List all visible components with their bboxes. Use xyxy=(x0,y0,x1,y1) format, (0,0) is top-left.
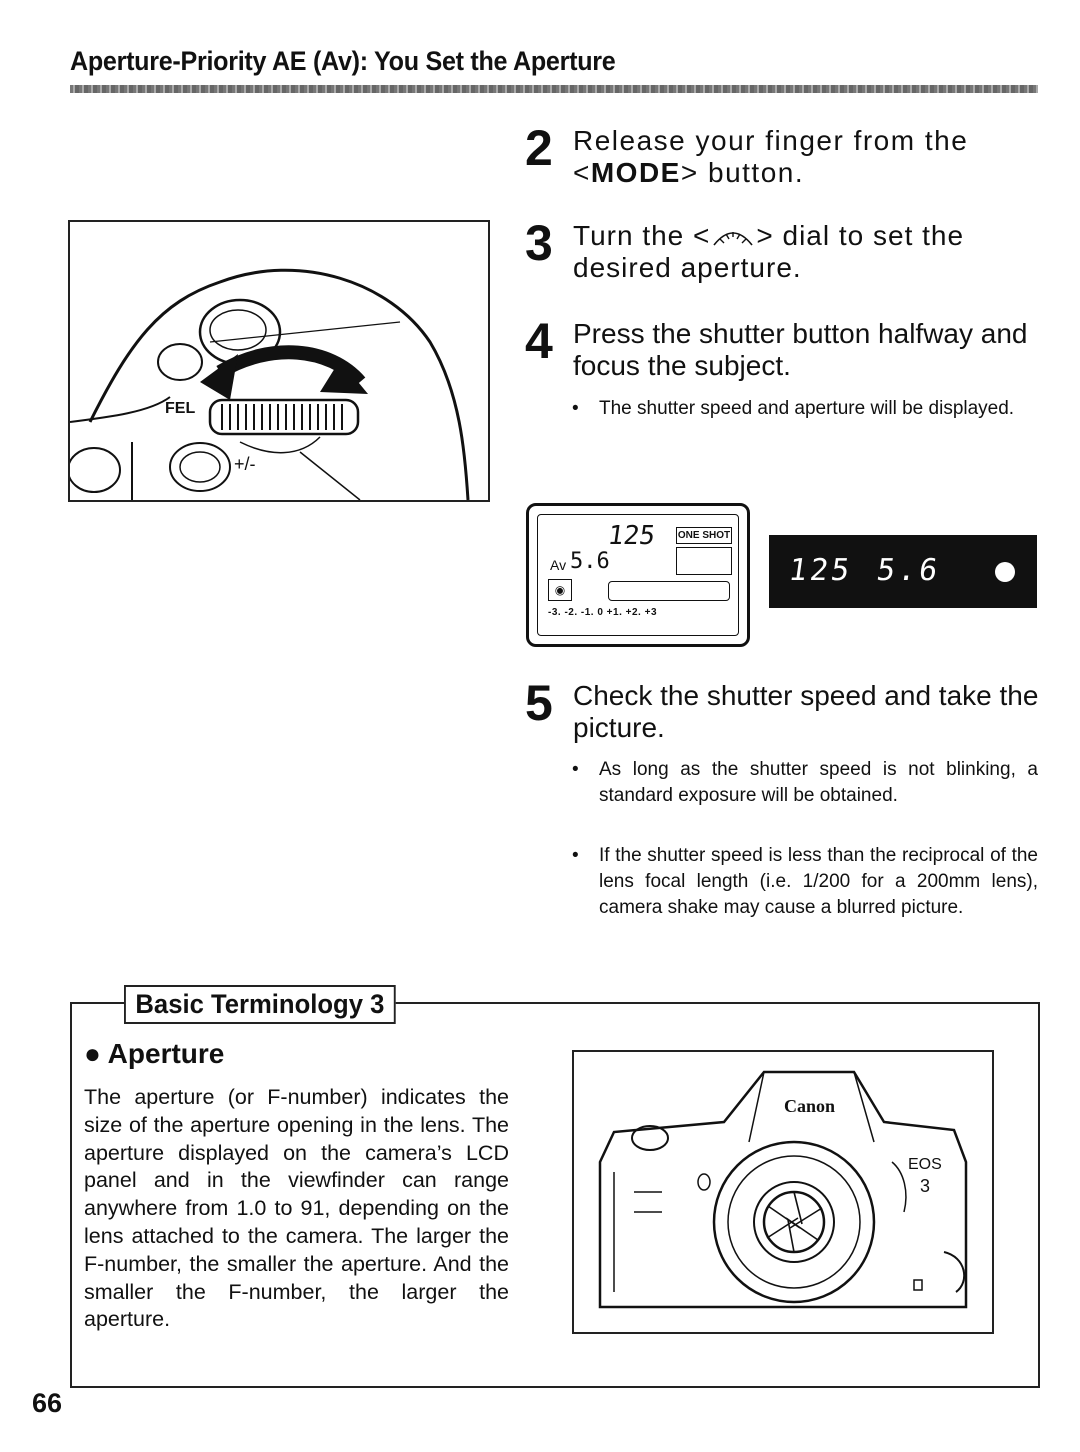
page-number: 66 xyxy=(32,1388,63,1418)
step-5-bullet-1: • As long as the shutter speed is not bl… xyxy=(572,759,1038,806)
page-title: Aperture-Priority AE (Av): You Set the A… xyxy=(70,46,616,76)
camera-illustration: Canon EOS 3 xyxy=(572,1050,994,1334)
aperture-heading: ● Aperture xyxy=(84,1038,225,1069)
vf-shutter-value: 125 xyxy=(786,553,855,588)
step-5: 5 Check the shutter speed and take the p… xyxy=(525,675,1040,744)
lcd-drive-box xyxy=(608,581,730,601)
bullet-dot-icon: ● xyxy=(84,1038,101,1069)
step-number: 4 xyxy=(525,313,553,369)
mode-button-label: MODE xyxy=(590,157,681,188)
camera-model-number: 3 xyxy=(920,1176,931,1196)
main-dial-icon xyxy=(713,232,754,246)
vf-aperture-value: 5.6 xyxy=(874,553,943,588)
lcd-af-box xyxy=(676,547,732,575)
step-text: Release your finger from the <MODE> butt… xyxy=(573,125,969,188)
camera-front-drawing xyxy=(598,1070,968,1309)
lcd-aperture-value: 5.6 xyxy=(570,549,610,574)
lcd-mode: Av xyxy=(550,557,567,573)
lcd-shutter-value: 125 xyxy=(605,521,658,551)
metering-icon: ◉ xyxy=(548,579,572,601)
plusminus-label: +/- xyxy=(234,454,256,474)
step-number: 3 xyxy=(525,215,553,271)
step-number: 5 xyxy=(525,675,553,731)
dial-illustration: FEL +/- xyxy=(68,220,490,502)
step-4-bullet-1: • The shutter speed and aperture will be… xyxy=(572,398,1015,419)
step-5-bullet-2: • If the shutter speed is less than the … xyxy=(572,845,1038,918)
aperture-definition: The aperture (or F-number) indicates the… xyxy=(84,1085,509,1332)
lcd-exposure-scale: -3. -2. -1. 0 +1. +2. +3 xyxy=(548,607,658,618)
title-rule xyxy=(70,85,1038,93)
camera-top-dial-drawing xyxy=(70,268,470,500)
step-3: 3 Turn the < > dial to set the desired a… xyxy=(525,215,1040,284)
terminology-label: Basic Terminology 3 xyxy=(124,985,396,1024)
step-2: 2 Release your finger from the <MODE> bu… xyxy=(525,120,1040,189)
step-text: Check the shutter speed and take the pic… xyxy=(573,680,1039,743)
lcd-panel-illustration: 125 Av 5.6 ONE SHOT ◉ -3. -2. -1. 0 +1. … xyxy=(526,503,750,647)
step-number: 2 xyxy=(525,120,553,176)
step-4: 4 Press the shutter button halfway and f… xyxy=(525,313,1040,382)
focus-confirmation-dot xyxy=(995,562,1015,582)
lcd-af-mode: ONE SHOT xyxy=(676,527,732,544)
step-text: Turn the < > dial to set the desired ape… xyxy=(573,220,965,283)
camera-model: EOS xyxy=(908,1156,942,1173)
camera-brand: Canon xyxy=(784,1096,836,1116)
step-text: Press the shutter button halfway and foc… xyxy=(573,318,1028,381)
viewfinder-display: 125 5.6 xyxy=(769,535,1037,608)
fel-label: FEL xyxy=(165,400,196,417)
terminology-box xyxy=(70,1002,1040,1388)
